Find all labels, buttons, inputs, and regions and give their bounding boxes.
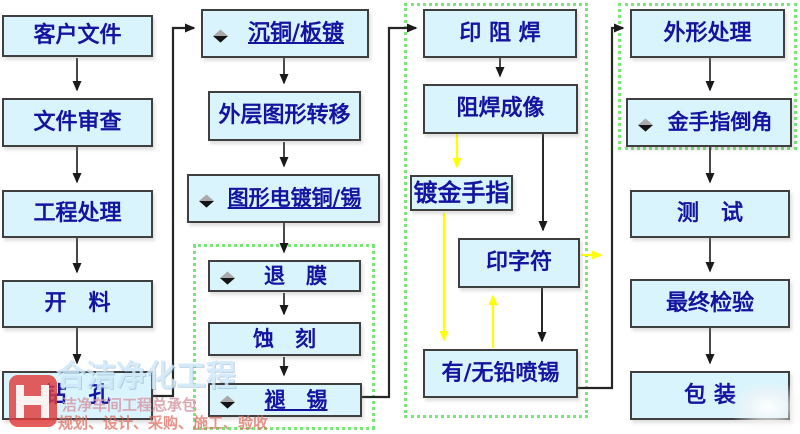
- jump-diamond-icon: [198, 191, 215, 208]
- flow-node-hasl: 有/无铅喷锡: [423, 349, 578, 398]
- node-label: 工程处理: [33, 201, 122, 226]
- flow-node-strip-film: 退 膜: [208, 260, 361, 292]
- flow-node-etching: 蚀 刻: [208, 322, 361, 356]
- flow-node-drilling: 钻 孔: [2, 371, 153, 420]
- node-label: 印 阻 焊: [459, 20, 541, 46]
- flow-node-final-inspection: 最终检验: [630, 279, 790, 328]
- flow-node-soldermask-imaging: 阻焊成像: [423, 84, 578, 134]
- flow-node-packaging: 包 装: [630, 371, 790, 420]
- flow-node-outer-pattern-transfer: 外层图形转移: [208, 91, 361, 141]
- node-label: 测 试: [676, 201, 743, 226]
- jump-diamond-icon: [637, 115, 654, 132]
- node-label: 褪 锡: [264, 387, 328, 412]
- jump-diamond-icon: [219, 393, 236, 409]
- node-label: 外层图形转移: [218, 103, 351, 128]
- node-label: 文件审查: [33, 109, 122, 135]
- flow-node-customer-files: 客户文件: [2, 15, 153, 57]
- flow-node-gold-finger-bevel: 金手指倒角: [626, 98, 792, 147]
- flow-node-gold-finger-plating: 镀金手指: [410, 175, 513, 211]
- node-label: 有/无铅喷锡: [441, 360, 560, 386]
- node-label: 开 料: [44, 291, 111, 316]
- node-label: 蚀 刻: [253, 326, 316, 351]
- node-label: 外形处理: [663, 20, 752, 46]
- node-label: 印字符: [485, 250, 552, 275]
- flow-node-engineering: 工程处理: [2, 190, 153, 238]
- node-label: 金手指倒角: [667, 110, 773, 134]
- jump-diamond-icon: [212, 26, 229, 43]
- node-label: 最终检验: [665, 290, 754, 316]
- node-label: 包 装: [684, 382, 736, 408]
- flow-node-strip-tin-link[interactable]: 褪 锡: [208, 383, 362, 417]
- node-label: 退 膜: [264, 263, 327, 288]
- node-label: 钻 孔: [44, 382, 111, 408]
- flow-node-pattern-plating-link[interactable]: 图形电镀铜/锡: [187, 174, 380, 223]
- flow-node-cutting: 开 料: [2, 280, 153, 328]
- flow-node-print-soldermask: 印 阻 焊: [423, 9, 577, 58]
- node-label: 沉铜/板镀: [247, 20, 345, 46]
- node-label: 阻焊成像: [456, 96, 545, 121]
- group-outline-soldermask-finish: [404, 3, 588, 418]
- node-label: 客户文件: [33, 23, 122, 48]
- flow-node-print-legend: 印字符: [458, 238, 580, 288]
- flow-node-file-review: 文件审查: [2, 98, 153, 147]
- group-outline-profile: [618, 3, 797, 150]
- node-label: 图形电镀铜/锡: [227, 186, 362, 210]
- jump-diamond-icon: [219, 269, 236, 285]
- node-label: 镀金手指: [413, 179, 510, 207]
- flow-node-testing: 测 试: [630, 190, 790, 238]
- flow-node-profile-processing: 外形处理: [630, 9, 785, 58]
- flow-node-copper-deposition-link[interactable]: 沉铜/板镀: [201, 9, 369, 58]
